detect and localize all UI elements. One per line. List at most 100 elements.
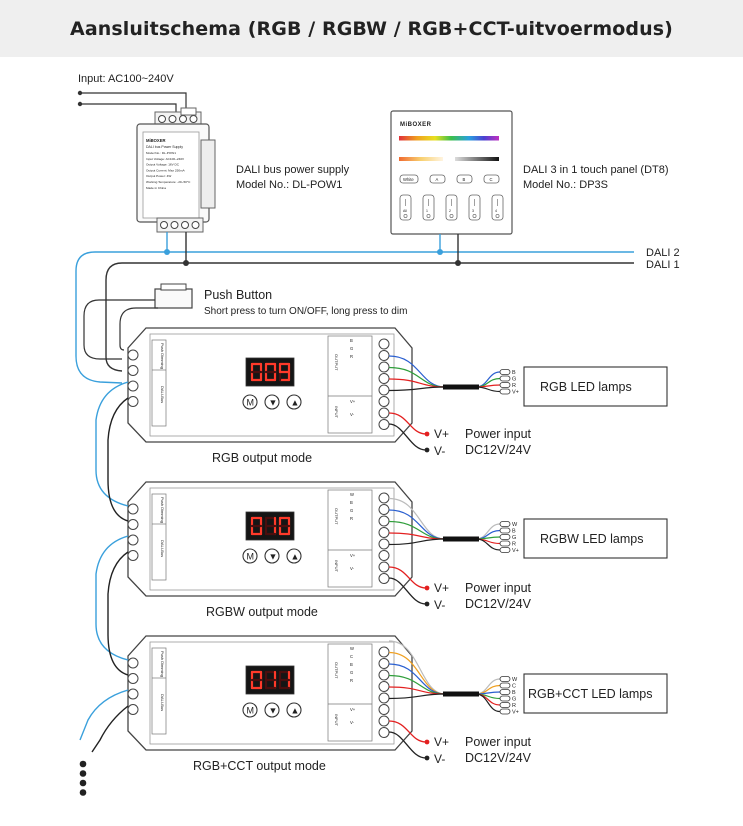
controller-button (242, 394, 258, 410)
wire-connector (499, 382, 511, 388)
controller-label-strip (151, 339, 167, 427)
lamp-wire-label: C (512, 684, 516, 690)
power-vminus-wire (388, 731, 427, 759)
terminal-screw (170, 221, 179, 229)
terminal-channel-label: B (350, 338, 353, 343)
zone-slider-label: 1 (426, 209, 428, 213)
led-lamp-box (523, 673, 668, 714)
wire-connector (499, 676, 511, 682)
wire-connector (499, 547, 511, 553)
terminal-screw (189, 115, 198, 123)
output-terminal-screw (378, 515, 390, 527)
cable-sleeve (443, 384, 479, 390)
lamp-wire-label: V+ (512, 710, 519, 716)
wire-connector (499, 540, 511, 547)
controller-inner-frame (149, 487, 395, 591)
push-button-description: Short press to turn ON/OFF, long press t… (204, 306, 407, 317)
psu-label-panel (142, 131, 200, 219)
output-terminal-screw (378, 692, 390, 704)
vplus-label: V+ (434, 427, 449, 441)
terminal-channel-label: B (350, 662, 353, 667)
lamp-wire-label: W (512, 677, 518, 683)
zone-touch-key (456, 174, 473, 184)
white-key-label: White (403, 177, 414, 182)
wire-connector (499, 521, 511, 527)
terminal-vminus-label: V- (350, 412, 355, 417)
terminal-screw (160, 221, 168, 229)
controller-button (264, 394, 280, 410)
output-mode-label: RGB+CCT output mode (193, 759, 326, 773)
power-vminus-wire (388, 577, 427, 605)
vplus-terminal-dot (424, 739, 430, 745)
vminus-terminal-dot (424, 601, 430, 607)
input-section-label: INPUT (334, 714, 339, 727)
continuation-dot (79, 789, 87, 796)
bus-junction-dot (437, 249, 443, 255)
wire-connector (499, 689, 511, 695)
terminal-label-table (327, 335, 373, 434)
input-terminal-screw (127, 550, 139, 561)
vminus-label: V- (434, 444, 445, 458)
led-lamp-box (523, 366, 668, 407)
input-terminal-screw (127, 365, 139, 376)
lamp-wire-label: R (512, 542, 516, 548)
power-vminus-wire (388, 423, 427, 451)
input-terminal-screw (127, 704, 139, 715)
title-bar: Aansluitschema (RGB / RGBW / RGB+CCT-uit… (0, 0, 743, 57)
chain-dali-2-1 (95, 381, 129, 507)
psu-spec-line: Output Power: 4W (146, 174, 171, 178)
slider-dot (426, 214, 431, 218)
terminal-vplus-label: V+ (350, 399, 356, 404)
psu-spec-line: Output Current: Max 250mA (146, 168, 186, 172)
zone-slider-key (422, 194, 435, 221)
touch-panel-name-label: DALI 3 in 1 touch panel (DT8) (523, 164, 669, 176)
dali-bus-label: DALI-Bus (160, 386, 165, 403)
psu-spec-line: Output Voltage: 16V DC (146, 163, 180, 167)
lamp-wire-label: G (512, 377, 516, 383)
push-button-label: Push Button (204, 288, 272, 302)
push-dimming-label: Push Dimming (160, 651, 165, 677)
output-terminal-screw (378, 727, 390, 738)
controller-button-label: ▼ (269, 706, 278, 716)
lamp-wire-label: R (512, 703, 516, 709)
chain-dali-2-2 (95, 535, 129, 661)
terminal-screw (181, 221, 189, 229)
vplus-terminal-dot (424, 585, 430, 591)
output-section-label: OUTPUT (334, 662, 339, 679)
psu-spec-line: Input Voltage: AC100~240V (146, 157, 185, 161)
wire-end-dot (77, 90, 83, 96)
terminal-label-table (327, 489, 373, 588)
led-lamp-label: RGB LED lamps (540, 380, 632, 394)
zone-slider-label: 4 (495, 209, 497, 213)
psu-top-latch (180, 107, 197, 116)
wire-connector (499, 682, 511, 689)
output-terminal-screw (378, 573, 390, 584)
zone-slider-key (468, 194, 481, 221)
cable-sleeve (443, 536, 479, 542)
output-terminal-screw (378, 538, 390, 550)
vminus-terminal-dot (424, 755, 430, 761)
output-terminal-screw (378, 715, 390, 727)
output-terminal-screw (378, 373, 390, 384)
psu-name-label: DALI bus power supply (236, 164, 350, 176)
wire-connector (499, 527, 511, 534)
terminal-channel-label: R (350, 678, 353, 683)
zone-slider-key (399, 194, 412, 221)
controller-button-label: ▲ (291, 552, 300, 562)
input-terminal-screw (127, 503, 139, 515)
power-voltage-label: DC12V/24V (465, 751, 532, 765)
zone-slider-key (491, 194, 504, 221)
push-button-switch (154, 288, 193, 309)
terminal-channel-label: W (350, 492, 354, 497)
push-dimming-label: Push Dimming (160, 343, 165, 369)
zone-key-label: B (463, 177, 466, 182)
zone-touch-key (483, 174, 500, 184)
slider-dot (472, 214, 477, 218)
vminus-label: V- (434, 598, 445, 612)
controller-button-label: ▼ (269, 552, 278, 562)
controller-button (242, 702, 258, 718)
terminal-channel-label: C (350, 654, 353, 659)
controller-button (242, 548, 258, 564)
touch-panel-brand: MiBOXER (400, 122, 432, 128)
